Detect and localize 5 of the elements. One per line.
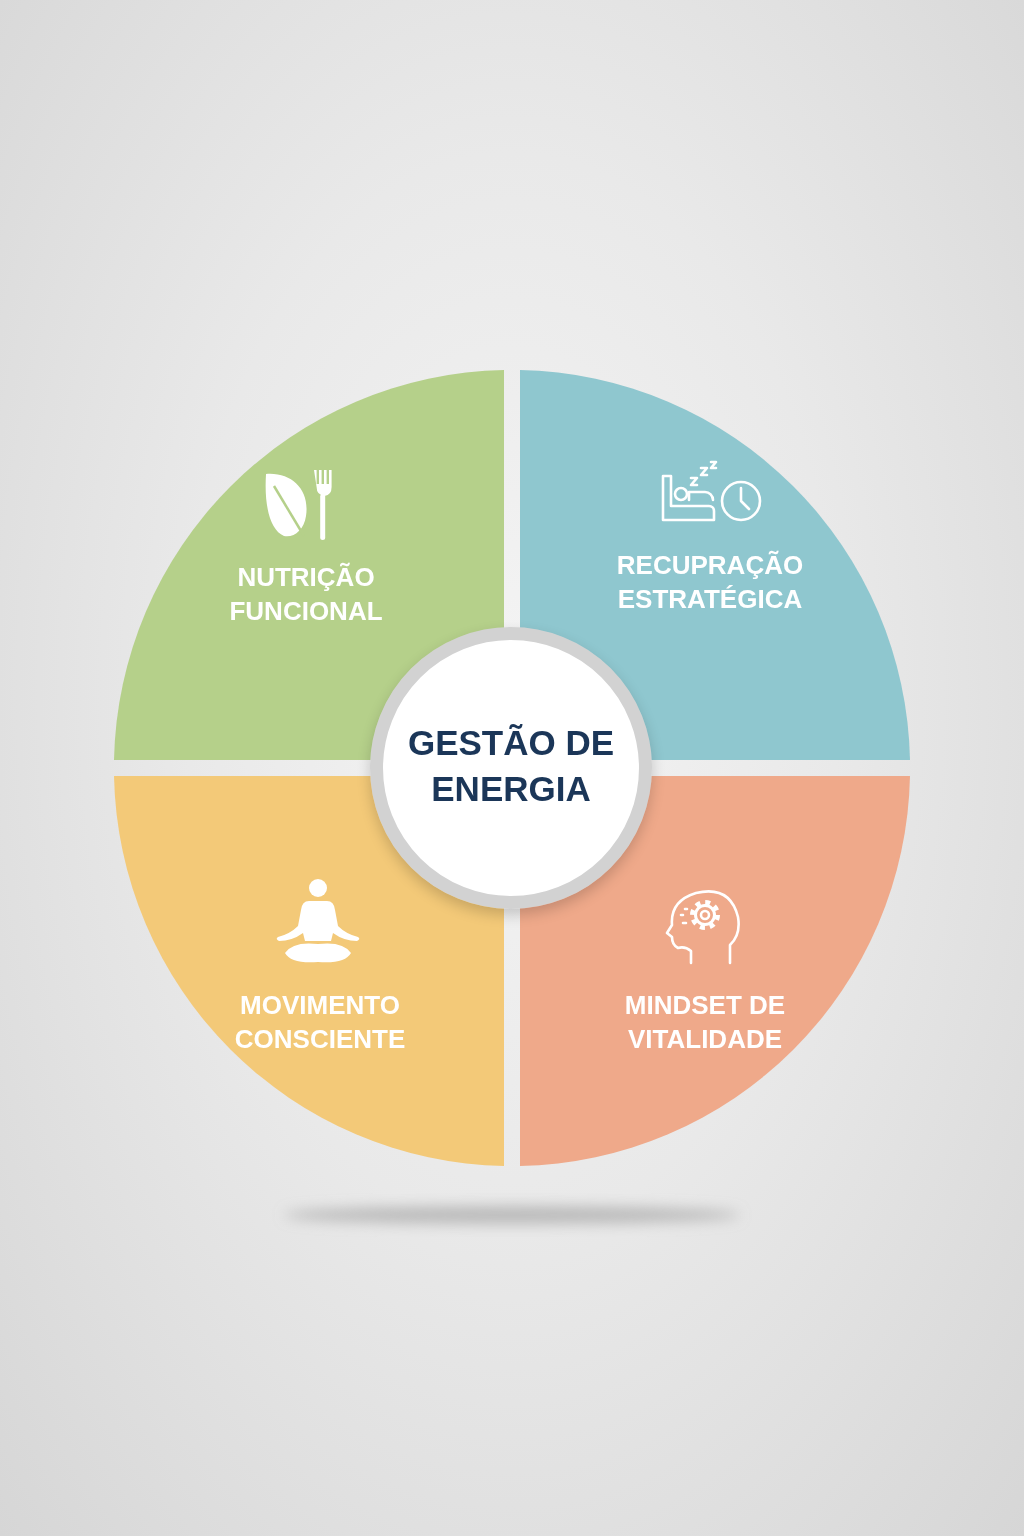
segment-label: MINDSET DE VITALIDADE bbox=[623, 989, 787, 1056]
segment-label: RECUPRAÇÃO ESTRATÉGICA bbox=[615, 549, 805, 616]
segment-label: MOVIMENTO CONSCIENTE bbox=[233, 989, 407, 1056]
segment-label: NUTRIÇÃO FUNCIONAL bbox=[228, 561, 384, 628]
center-label: GESTÃO DE ENERGIA bbox=[406, 722, 616, 810]
